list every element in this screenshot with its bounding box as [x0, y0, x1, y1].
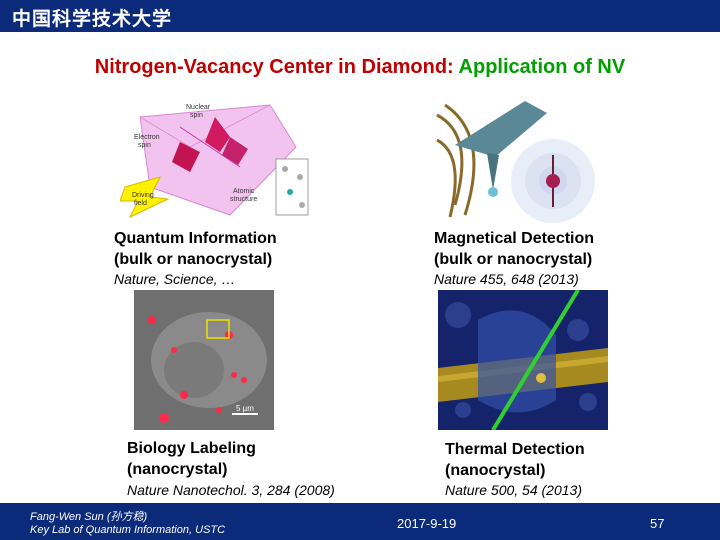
- footer-affiliation: Key Lab of Quantum Information, USTC: [30, 524, 226, 536]
- label-spin-1: spin: [190, 112, 203, 119]
- footer-date: 2017-9-19: [397, 516, 457, 531]
- thermal-caption: Thermal Detection (nanocrystal): [445, 439, 585, 481]
- slide-title: Nitrogen-Vacancy Center in Diamond: Appl…: [0, 56, 720, 79]
- title-part-red: Nitrogen-Vacancy Center in Diamond:: [94, 56, 459, 78]
- diamond-nv-illustration: Nuclear spin Electron spin Driving field…: [120, 97, 312, 219]
- quantum-caption-line2: (bulk or nanocrystal): [114, 251, 273, 268]
- magnetic-caption: Magnetical Detection (bulk or nanocrysta…: [434, 228, 594, 270]
- quantum-information-image: Nuclear spin Electron spin Driving field…: [120, 97, 312, 219]
- header-bar: 中国科学技术大学: [0, 0, 720, 32]
- biology-caption-line2: (nanocrystal): [127, 461, 228, 478]
- thermal-reference: Nature 500, 54 (2013): [445, 482, 582, 498]
- biology-labeling-image: 5 µm: [134, 290, 274, 430]
- label-nuclear: Nuclear: [186, 104, 211, 111]
- magnetic-reference: Nature 455, 648 (2013): [434, 271, 579, 287]
- fluorescent-cell-micrograph: 5 µm: [134, 290, 274, 430]
- nanothermometry-illustration: [438, 290, 608, 430]
- thermal-detection-image: [438, 290, 608, 430]
- label-atomic: Atomic: [233, 188, 255, 195]
- title-part-green: Application of NV: [458, 56, 626, 78]
- label-electron: Electron: [134, 134, 160, 141]
- footer-bar: [0, 503, 720, 540]
- magnetic-caption-line2: (bulk or nanocrystal): [434, 251, 593, 268]
- scale-bar-label: 5 µm: [236, 404, 254, 413]
- magnetic-detection-image: [435, 95, 595, 223]
- biology-reference: Nature Nanotechol. 3, 284 (2008): [127, 482, 335, 498]
- quantum-caption-line1: Quantum Information: [114, 230, 277, 247]
- label-spin-2: spin: [138, 142, 151, 149]
- magnetic-caption-line1: Magnetical Detection: [434, 230, 595, 247]
- page-number: 57: [650, 516, 665, 531]
- university-logo-text: 中国科学技术大学: [12, 8, 173, 30]
- label-structure: structure: [230, 196, 257, 203]
- quantum-caption: Quantum Information (bulk or nanocrystal…: [114, 228, 277, 270]
- thermal-caption-line1: Thermal Detection: [445, 441, 585, 458]
- footer-author: Fang-Wen Sun (孙方稳): [30, 511, 148, 523]
- thermal-caption-line2: (nanocrystal): [445, 462, 546, 479]
- label-field: field: [134, 200, 147, 207]
- biology-caption-line1: Biology Labeling: [127, 440, 256, 457]
- quantum-reference: Nature, Science, …: [114, 271, 236, 287]
- label-driving: Driving: [132, 192, 154, 199]
- nv-tip-magnetometry-illustration: [435, 95, 595, 223]
- biology-caption: Biology Labeling (nanocrystal): [127, 438, 256, 480]
